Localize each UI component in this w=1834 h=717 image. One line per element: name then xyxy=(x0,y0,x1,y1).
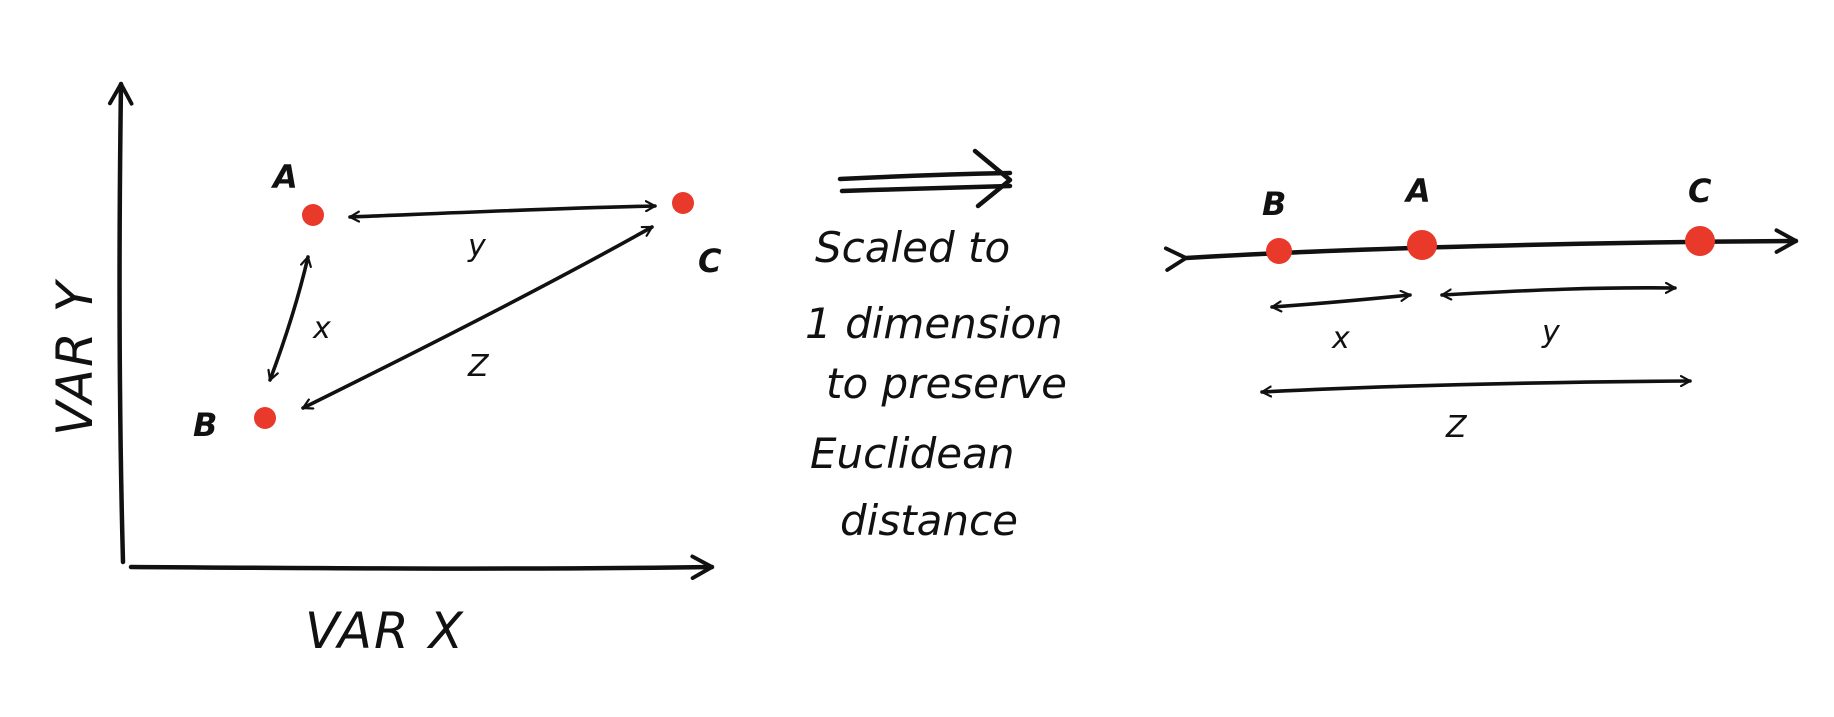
note-line-2: 1 dimension xyxy=(805,299,1063,348)
x-axis xyxy=(128,554,715,581)
point-c xyxy=(672,192,694,214)
point-a xyxy=(302,204,324,226)
right-number-line: B A C x y Z xyxy=(1163,172,1799,445)
distance-arrow-x xyxy=(270,255,308,382)
distance-label-z: Z xyxy=(467,349,490,384)
line-distance-label-y: y xyxy=(1541,315,1561,350)
line-point-a-label: A xyxy=(1403,172,1431,210)
line-distance-arrow-z xyxy=(1260,381,1692,392)
note-line-3: to preserve xyxy=(826,359,1067,408)
double-arrow-icon xyxy=(837,148,1013,209)
line-point-c xyxy=(1685,226,1715,256)
line-point-b-label: B xyxy=(1262,185,1286,223)
y-axis-label: VAR Y xyxy=(46,278,104,436)
line-distance-label-z: Z xyxy=(1445,410,1468,445)
line-distance-arrow-y xyxy=(1440,288,1677,295)
distance-arrow-z xyxy=(301,225,654,410)
y-axis xyxy=(107,81,134,565)
line-point-c-label: C xyxy=(1688,172,1712,210)
distance-label-y: y xyxy=(467,229,487,264)
point-b-label: B xyxy=(193,406,217,444)
line-point-a xyxy=(1407,230,1437,260)
note-line-1: Scaled to xyxy=(815,223,1010,272)
distance-label-x: x xyxy=(312,311,331,346)
transform-section: Scaled to 1 dimension to preserve Euclid… xyxy=(805,148,1067,545)
left-scatter-plot: VAR X VAR Y x y Z A B C xyxy=(46,81,722,660)
line-distance-label-x: x xyxy=(1331,321,1350,356)
line-distance-arrow-x xyxy=(1270,295,1412,307)
line-point-b xyxy=(1266,238,1292,264)
distance-arrow-y xyxy=(348,206,657,217)
note-line-4: Euclidean xyxy=(810,429,1014,478)
point-b xyxy=(254,407,276,429)
note-line-5: distance xyxy=(840,496,1018,545)
point-a-label: A xyxy=(270,158,298,196)
point-c-label: C xyxy=(698,242,722,280)
x-axis-label: VAR X xyxy=(305,602,465,660)
